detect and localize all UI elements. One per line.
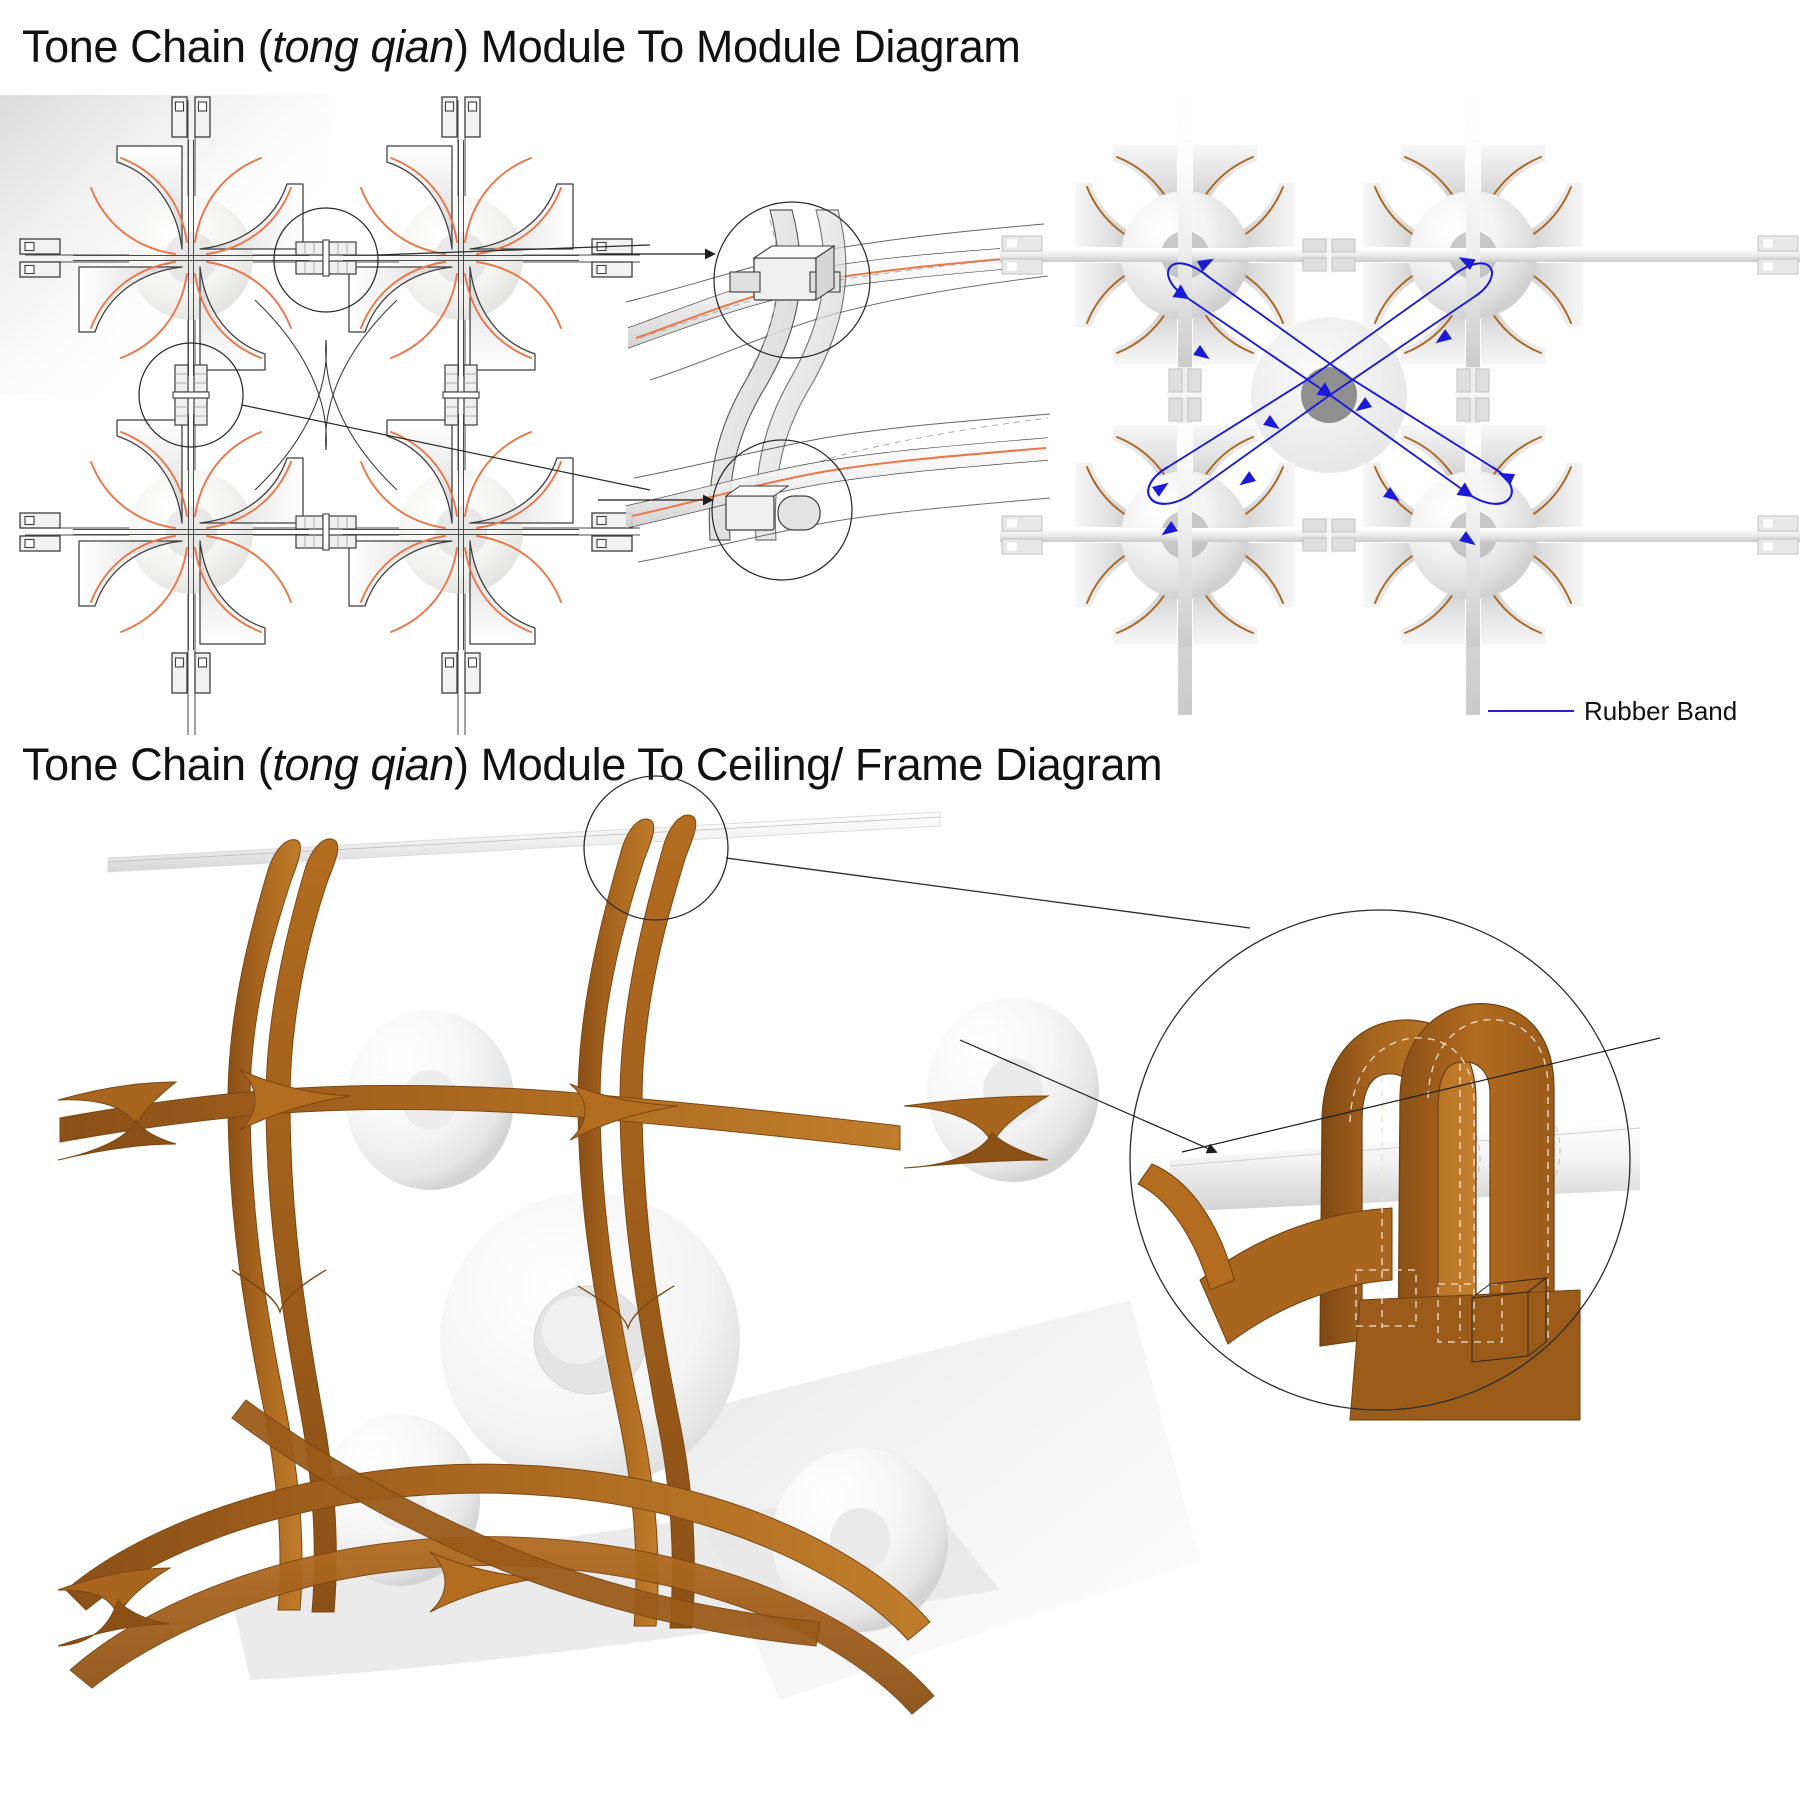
module-node-rendered bbox=[1360, 142, 1586, 368]
callout-hook-group bbox=[583, 775, 1251, 929]
legend: Rubber Band bbox=[1488, 694, 1788, 728]
callout-plan-mid bbox=[138, 342, 244, 448]
hook-visible-edges bbox=[1471, 1276, 1548, 1363]
hook-support-stem bbox=[1199, 1207, 1393, 1345]
callout-hook bbox=[583, 775, 729, 921]
callout-plan-top bbox=[273, 207, 379, 313]
module-grid-rendered bbox=[1000, 95, 1800, 715]
panel-module-plan-rendered bbox=[1000, 95, 1800, 715]
end-fitting bbox=[171, 652, 211, 694]
connector-block-lower bbox=[724, 485, 821, 531]
callout-group bbox=[138, 207, 651, 491]
panel-ceiling-frame-perspective bbox=[57, 775, 1251, 1800]
end-fitting bbox=[441, 96, 481, 138]
joint-detail-svg bbox=[598, 201, 1051, 581]
panel-hook-detail bbox=[959, 860, 1661, 1421]
page-title-bottom: Tone Chain (tong qian) Module To Ceiling… bbox=[22, 739, 1163, 790]
joint-lower-ribbons bbox=[625, 413, 1051, 563]
title-bottom-prefix: Tone Chain ( bbox=[22, 739, 273, 790]
module-node-rendered bbox=[1360, 422, 1586, 648]
callout-leader-mid bbox=[241, 404, 651, 491]
ceiling-frame-svg bbox=[57, 775, 1251, 1715]
legend-label-rubber-band: Rubber Band bbox=[1584, 695, 1738, 726]
title-bottom-suffix: ) Module To Ceiling/ Frame Diagram bbox=[453, 739, 1163, 790]
hinge-joint-bottom bbox=[295, 513, 357, 551]
title-top-italic: tong qian bbox=[272, 21, 454, 72]
connector-block-upper bbox=[729, 244, 841, 302]
title-top-prefix: Tone Chain ( bbox=[22, 21, 273, 72]
hook-body-lower bbox=[1349, 1289, 1581, 1421]
hinge-joint-mid-right bbox=[442, 364, 480, 426]
hook-arm-front bbox=[1397, 1003, 1555, 1379]
callout-hook-leader bbox=[725, 857, 1251, 929]
detail-leader-arrows bbox=[598, 248, 716, 506]
rubber-band-routing bbox=[1147, 262, 1513, 505]
callout-detail-top bbox=[713, 201, 871, 359]
plan-linework-svg bbox=[0, 95, 651, 735]
panel-joint-detail-isometric bbox=[598, 201, 1051, 610]
hook-detail-svg bbox=[959, 909, 1661, 1421]
hook-hidden-lines bbox=[1349, 1018, 1549, 1344]
module-node bbox=[342, 413, 580, 651]
page-title-top: Tone Chain (tong qian) Module To Module … bbox=[22, 21, 1021, 72]
module-node-rendered bbox=[1072, 142, 1298, 368]
hook-detail-leaders bbox=[959, 1037, 1661, 1154]
detail-callouts bbox=[711, 201, 871, 581]
ceiling-rod bbox=[107, 811, 941, 873]
end-fitting bbox=[441, 652, 481, 694]
end-fitting bbox=[19, 512, 61, 552]
hook-side-rib bbox=[1137, 1163, 1235, 1291]
callout-detail-low bbox=[711, 439, 853, 581]
wood-ribbon-structure bbox=[57, 814, 1050, 1715]
callout-hook-detail-ring bbox=[1129, 909, 1631, 1411]
panel-module-plan-linework bbox=[0, 95, 651, 740]
title-top-suffix: ) Module To Module Diagram bbox=[453, 21, 1021, 72]
module-node bbox=[72, 413, 310, 651]
plan-render-svg bbox=[1000, 95, 1800, 715]
rubber-band-arrowheads bbox=[1152, 257, 1516, 546]
callout-leader-top bbox=[376, 244, 651, 256]
legend-line-swatch bbox=[1488, 710, 1574, 712]
title-bottom-italic: tong qian bbox=[272, 739, 454, 790]
